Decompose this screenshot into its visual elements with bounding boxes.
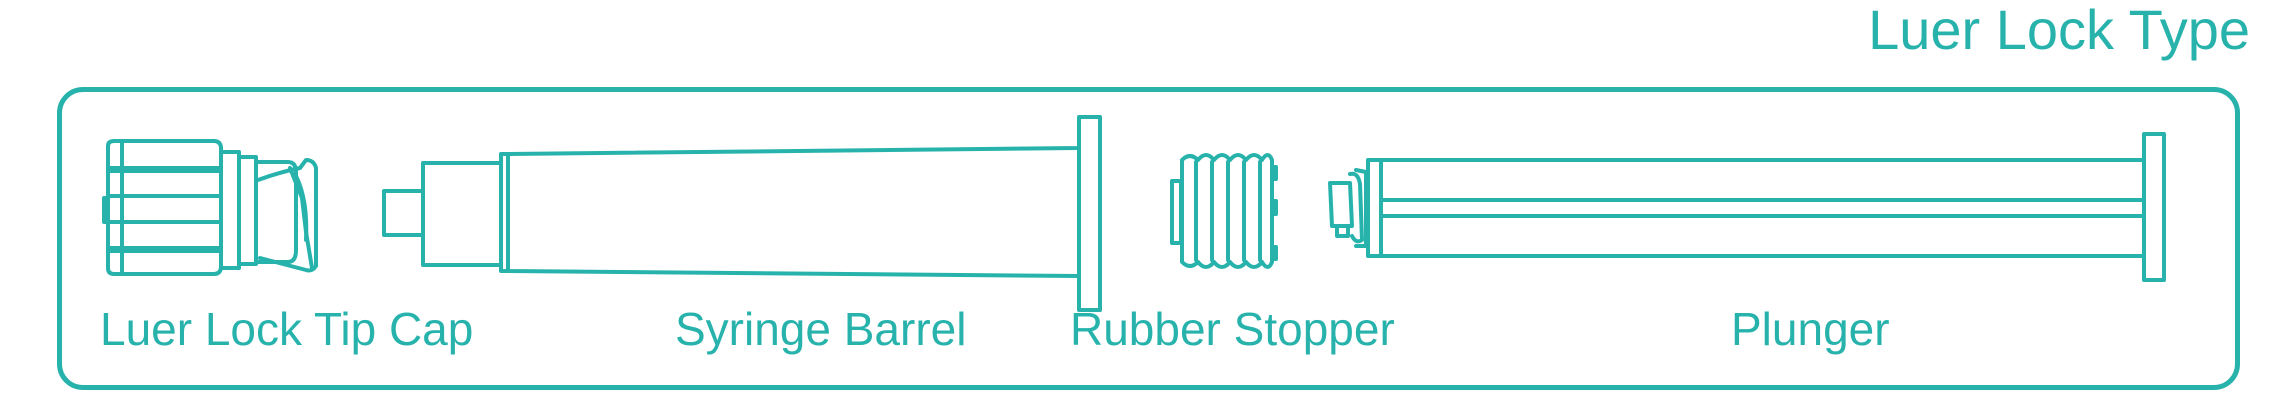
diagram-title: Luer Lock Type [1868, 0, 2250, 61]
label-luer-lock-tip-cap: Luer Lock Tip Cap [100, 303, 474, 355]
label-plunger: Plunger [1731, 303, 1890, 355]
diagram-frame [57, 87, 2240, 390]
plunger-drawing [1328, 132, 2166, 282]
syringe-barrel-drawing [382, 115, 1102, 312]
label-rubber-stopper: Rubber Stopper [1070, 303, 1395, 355]
label-syringe-barrel: Syringe Barrel [675, 303, 967, 355]
luer-lock-tip-cap-drawing [102, 139, 318, 276]
rubber-stopper-drawing [1170, 153, 1278, 269]
